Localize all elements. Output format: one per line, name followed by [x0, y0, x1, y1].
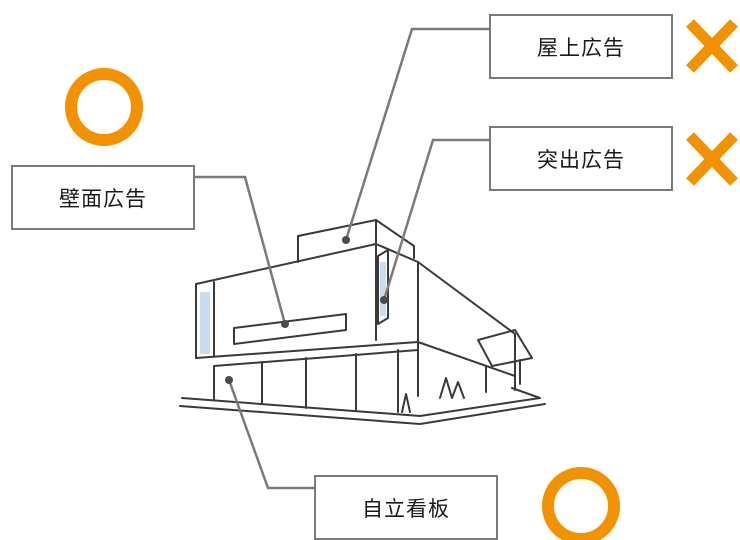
wall-ad-label: 壁面広告 [11, 165, 195, 230]
wall-sign-panel [233, 313, 347, 345]
leader-dot-projecting [380, 296, 388, 304]
leader-rooftop [344, 27, 489, 241]
sidewalk-curb [179, 403, 546, 425]
allowed-circle-icon-wall [65, 68, 143, 146]
leader-dot-rooftop [342, 236, 350, 244]
projecting-sign-shape [377, 249, 389, 325]
standing-sign-label: 自立看板 [314, 475, 498, 540]
leader-wall [195, 175, 287, 325]
leader-dot-wall [281, 320, 289, 328]
allowed-circle-icon-standing [542, 467, 620, 540]
leader-standing [227, 379, 314, 490]
not-allowed-cross-icon-projecting [686, 132, 738, 186]
roof-side [417, 261, 516, 335]
facade-band [195, 341, 419, 359]
facade-accent-left [200, 292, 210, 354]
side-canopy [477, 329, 533, 367]
side-band [417, 341, 516, 377]
leader-projecting [382, 138, 489, 301]
not-allowed-cross-icon-rooftop [686, 19, 738, 73]
rooftop-ad-label: 屋上広告 [489, 14, 673, 79]
facade-band-lower [213, 349, 419, 367]
sidewalk-edge [181, 387, 541, 417]
projecting-ad-label: 突出広告 [489, 126, 673, 191]
projecting-sign-accent [380, 262, 386, 316]
penthouse-top [297, 219, 415, 259]
leader-dot-standing [225, 376, 233, 384]
